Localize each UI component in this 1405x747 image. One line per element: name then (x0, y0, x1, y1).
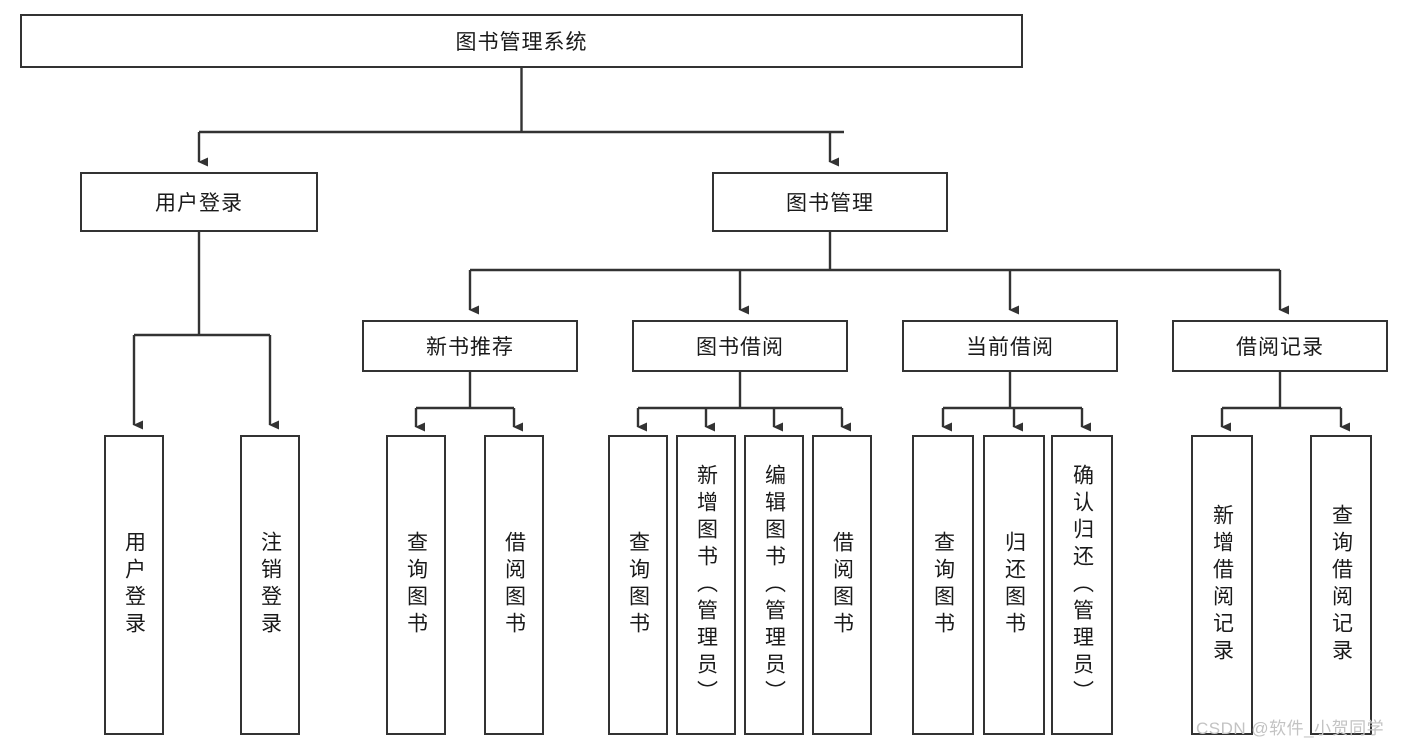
node-book-manage[interactable]: 图书管理 (712, 172, 948, 232)
node-new-book-recommend[interactable]: 新书推荐 (362, 320, 578, 372)
node-borrow-record[interactable]: 借阅记录 (1172, 320, 1388, 372)
leaf-user-logout[interactable]: 注销登录 (240, 435, 300, 735)
leaf-user-logout-label: 注销登录 (258, 531, 282, 639)
node-user-login[interactable]: 用户登录 (80, 172, 318, 232)
edge-group-new-book-rec (414, 372, 523, 432)
leaf-query-book-recommend[interactable]: 查询图书 (386, 435, 446, 735)
leaf-user-login-label: 用户登录 (122, 531, 146, 639)
node-book-borrow[interactable]: 图书借阅 (632, 320, 848, 372)
leaf-confirm-return-admin[interactable]: 确认归还（管理员） (1051, 435, 1113, 735)
leaf-user-login[interactable]: 用户登录 (104, 435, 164, 735)
leaf-query-book-current[interactable]: 查询图书 (912, 435, 974, 735)
leaf-add-borrow-record[interactable]: 新增借阅记录 (1191, 435, 1253, 735)
node-user-login-label: 用户登录 (155, 192, 243, 215)
leaf-add-book-admin-label: 新增图书（管理员） (694, 463, 718, 707)
leaf-add-book-admin[interactable]: 新增图书（管理员） (676, 435, 736, 735)
edge-group-root (197, 68, 844, 167)
edge-group-book-borrow (636, 372, 851, 432)
leaf-query-book-current-label: 查询图书 (931, 531, 955, 639)
leaf-add-borrow-record-label: 新增借阅记录 (1210, 504, 1234, 666)
leaf-return-book-label: 归还图书 (1002, 531, 1026, 639)
leaf-borrow-book-recommend[interactable]: 借阅图书 (484, 435, 544, 735)
leaf-return-book[interactable]: 归还图书 (983, 435, 1045, 735)
leaf-query-book-recommend-label: 查询图书 (404, 531, 428, 639)
leaf-edit-book-admin-label: 编辑图书（管理员） (762, 463, 786, 707)
node-current-borrow[interactable]: 当前借阅 (902, 320, 1118, 372)
leaf-edit-book-admin[interactable]: 编辑图书（管理员） (744, 435, 804, 735)
node-root-system[interactable]: 图书管理系统 (20, 14, 1023, 68)
node-book-manage-label: 图书管理 (786, 192, 874, 215)
edge-group-book-manage (468, 232, 1289, 315)
csdn-watermark: CSDN @软件_小贺同学 (1196, 719, 1385, 738)
node-new-book-recommend-label: 新书推荐 (426, 336, 514, 359)
leaf-borrow-book[interactable]: 借阅图书 (812, 435, 872, 735)
leaf-query-borrow-record-label: 查询借阅记录 (1329, 504, 1353, 666)
edge-group-current-borrow (941, 372, 1091, 432)
leaf-borrow-book-recommend-label: 借阅图书 (502, 531, 526, 639)
edge-group-borrow-record (1220, 372, 1350, 432)
node-root-system-label: 图书管理系统 (455, 31, 588, 54)
edge-group-user-login (132, 232, 279, 430)
leaf-confirm-return-admin-label: 确认归还（管理员） (1070, 463, 1094, 707)
node-borrow-record-label: 借阅记录 (1236, 336, 1324, 359)
node-current-borrow-label: 当前借阅 (966, 336, 1054, 359)
leaf-query-book-borrow[interactable]: 查询图书 (608, 435, 668, 735)
leaf-query-book-borrow-label: 查询图书 (626, 531, 650, 639)
leaf-query-borrow-record[interactable]: 查询借阅记录 (1310, 435, 1372, 735)
node-book-borrow-label: 图书借阅 (696, 336, 784, 359)
leaf-borrow-book-label: 借阅图书 (830, 531, 854, 639)
